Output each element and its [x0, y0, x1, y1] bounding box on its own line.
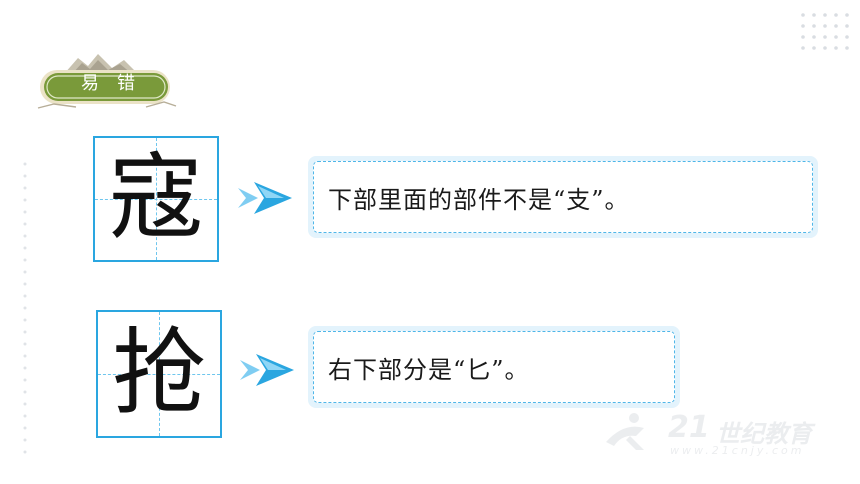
note-card-2: 右下部分是“匕”。 — [308, 326, 680, 408]
section-badge: 易错 — [36, 52, 178, 112]
runner-logo-icon — [606, 413, 644, 450]
note-card-1: 下部里面的部件不是“支”。 — [308, 156, 818, 238]
watermark: 21 世纪教育 www.21cnjy.com — [590, 410, 840, 460]
dot-grid-decoration — [801, 13, 849, 50]
arrow-right-icon — [240, 354, 294, 386]
guide-line-vertical — [159, 312, 160, 436]
note-text-2: 右下部分是“匕”。 — [313, 331, 675, 403]
character-1: 寇 — [108, 144, 203, 253]
watermark-text: 世纪教育 — [716, 420, 812, 448]
watermark-url: www.21cnjy.com — [670, 444, 805, 457]
guide-line-vertical — [156, 138, 157, 260]
badge-label: 易错 — [81, 73, 153, 94]
character-2: 抢 — [111, 319, 206, 428]
character-box-1: 寇 — [93, 136, 219, 262]
character-box-2: 抢 — [96, 310, 222, 438]
mountain-badge-icon — [37, 54, 177, 109]
note-text-1: 下部里面的部件不是“支”。 — [313, 161, 813, 233]
side-dots-decoration — [23, 162, 27, 454]
arrow-right-icon — [238, 182, 292, 214]
watermark-number: 21 — [668, 410, 710, 445]
